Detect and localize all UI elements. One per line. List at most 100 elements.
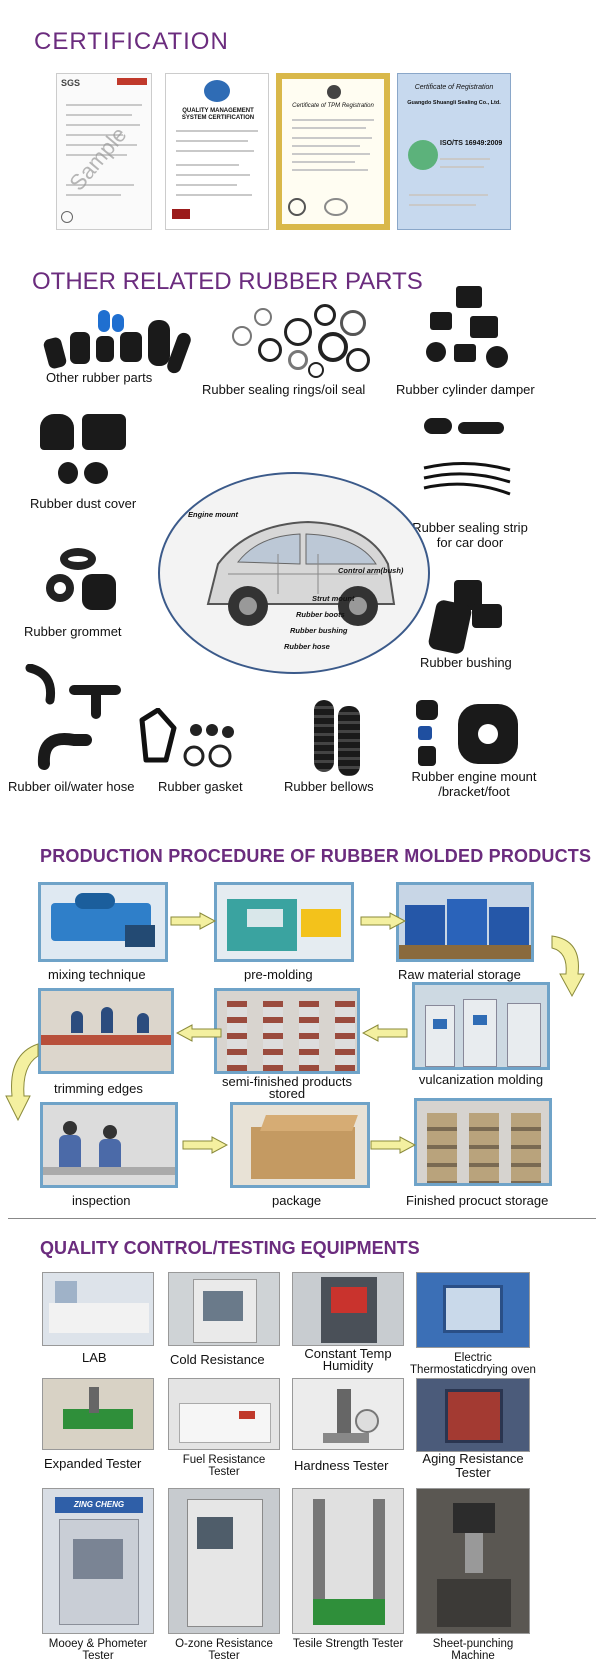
label-dust-cover: Rubber dust cover — [30, 496, 137, 511]
label-bushing: Rubber bushing — [420, 655, 512, 670]
label-engine-mount: Rubber engine mount /bracket/foot — [411, 769, 537, 799]
image-cylinder-damper — [420, 286, 520, 376]
registration-standard: ISO/TS 16949:2009 — [440, 140, 503, 147]
label-step-finished-storage: Finished procuct storage — [406, 1193, 549, 1208]
photo-aging-resistance — [416, 1378, 530, 1452]
brand-plate: ZING CHENG — [55, 1497, 143, 1513]
seal-icon — [61, 211, 73, 223]
photo-tensile-tester — [292, 1488, 404, 1634]
label-step-vulcanization: vulcanization molding — [418, 1072, 544, 1087]
label-step-semi-finished: semi-finished products stored — [221, 1074, 353, 1101]
registration-company: Guangdo Shuangli Sealing Co., Ltd. — [407, 100, 501, 106]
label-equip-tensile: Tesile Strength Tester — [292, 1638, 404, 1650]
gasket-shapes — [139, 707, 234, 768]
car-label-strut-mount: Strut mount — [312, 594, 355, 603]
label-equip-fuel: Fuel Resistance Tester — [182, 1454, 266, 1478]
stamp-icon — [172, 209, 190, 219]
photo-lab — [42, 1272, 154, 1346]
photo-thermostatic-oven — [416, 1272, 530, 1348]
arrow-left-icon — [362, 1024, 408, 1042]
label-equip-mooney: Mooey & Phometer Tester — [48, 1638, 148, 1662]
image-bushing — [426, 580, 506, 656]
car-label-engine-mount: Engine mount — [188, 510, 238, 519]
label-equip-sheet: Sheet-punching Machine — [432, 1638, 514, 1662]
label-hose: Rubber oil/water hose — [8, 779, 135, 794]
photo-package — [230, 1102, 370, 1188]
sealing-strip-curves — [423, 462, 511, 496]
image-hose — [24, 663, 124, 774]
label-equip-cold: Cold Resistance — [170, 1352, 265, 1367]
seal-icon — [324, 198, 348, 216]
certification-logo-icon — [204, 80, 230, 102]
photo-raw-storage — [396, 882, 534, 962]
photo-semi-finished — [214, 988, 360, 1074]
label-equip-thermostatic: Electric Thermostaticdrying oven — [410, 1352, 536, 1376]
seal-icon — [288, 198, 306, 216]
label-equip-ozone: O-zone Resistance Tester — [175, 1638, 273, 1662]
certificate-sgs: SGS Sample — [56, 73, 152, 230]
label-step-mixing: mixing technique — [48, 967, 146, 982]
photo-mixing — [38, 882, 168, 962]
label-step-package: package — [272, 1193, 322, 1208]
label-grommet: Rubber grommet — [24, 624, 122, 639]
photo-mooney-tester: ZING CHENG — [42, 1488, 154, 1634]
image-other-rubber-parts — [40, 308, 193, 378]
tpm-title: Certificate of TPM Registration — [292, 103, 374, 109]
image-bellows — [310, 700, 370, 780]
label-other-rubber-parts: Other rubber parts — [46, 370, 153, 385]
photo-hardness-tester — [292, 1378, 404, 1450]
arrow-left-icon — [176, 1024, 222, 1042]
section-title-certification: CERTIFICATION — [34, 28, 229, 55]
image-grommet — [42, 548, 122, 618]
photo-fuel-resistance — [168, 1378, 280, 1450]
label-sealing-rings: Rubber sealing rings/oil seal — [202, 382, 366, 397]
photo-constant-temp — [292, 1272, 404, 1346]
photo-finished-storage — [414, 1098, 552, 1186]
globe-icon — [408, 140, 438, 170]
arrow-right-icon — [170, 912, 216, 930]
qms-title: QUALITY MANAGEMENT SYSTEM CERTIFICATION — [181, 108, 255, 121]
image-dust-cover — [40, 414, 130, 489]
image-sealing-strip — [422, 418, 512, 513]
label-equip-aging: Aging Resistance Tester — [422, 1451, 524, 1480]
photo-sheet-punching — [416, 1488, 530, 1634]
section-title-quality: QUALITY CONTROL/TESTING EQUIPMENTS — [40, 1238, 420, 1258]
label-sealing-strip: Rubber sealing strip for car door — [412, 520, 528, 550]
sgs-logo: SGS — [61, 78, 81, 88]
photo-ozone-tester — [168, 1488, 280, 1634]
label-step-trimming: trimming edges — [54, 1081, 143, 1096]
car-label-control-arm: Control arm(bush) — [338, 566, 404, 575]
arrow-right-icon — [360, 912, 406, 930]
arrow-curve-down-icon — [551, 935, 585, 998]
photo-vulcanization — [412, 982, 550, 1070]
certificate-registration: Certificate of Registration Guangdo Shua… — [397, 73, 511, 230]
photo-expanded-tester — [42, 1378, 154, 1450]
arrow-right-icon — [182, 1136, 228, 1154]
section-title-related-parts: OTHER RELATED RUBBER PARTS — [32, 268, 423, 295]
arrow-curve-down-icon — [5, 1043, 39, 1122]
car-label-rubber-boots: Rubber boots — [296, 610, 345, 619]
label-step-premolding: pre-molding — [244, 967, 313, 982]
photo-inspection — [40, 1102, 178, 1188]
label-step-raw-storage: Raw material storage — [398, 967, 521, 982]
photo-cold-resistance — [168, 1272, 280, 1346]
section-title-procedure: PRODUCTION PROCEDURE OF RUBBER MOLDED PR… — [40, 846, 592, 866]
made-in-china-logo — [117, 78, 147, 85]
certificate-qms: QUALITY MANAGEMENT SYSTEM CERTIFICATION — [165, 73, 269, 230]
label-bellows: Rubber bellows — [284, 779, 374, 794]
label-equip-expanded: Expanded Tester — [44, 1456, 142, 1471]
label-step-inspection: inspection — [72, 1193, 131, 1208]
image-engine-mount — [414, 700, 524, 770]
mount-hole — [478, 724, 498, 744]
certificate-tpm: Certificate of TPM Registration — [276, 73, 390, 230]
car-diagram: Engine mount Control arm(bush) Strut mou… — [158, 472, 430, 674]
car-illustration — [206, 520, 396, 626]
car-label-rubber-hose: Rubber hose — [284, 642, 330, 651]
car-label-rubber-bushing: Rubber bushing — [290, 626, 348, 635]
section-divider — [8, 1218, 596, 1219]
photo-premolding — [214, 882, 354, 962]
image-sealing-rings — [228, 300, 378, 385]
registration-title: Certificate of Registration — [414, 84, 494, 91]
photo-trimming — [38, 988, 174, 1074]
label-cylinder-damper: Rubber cylinder damper — [396, 382, 535, 397]
